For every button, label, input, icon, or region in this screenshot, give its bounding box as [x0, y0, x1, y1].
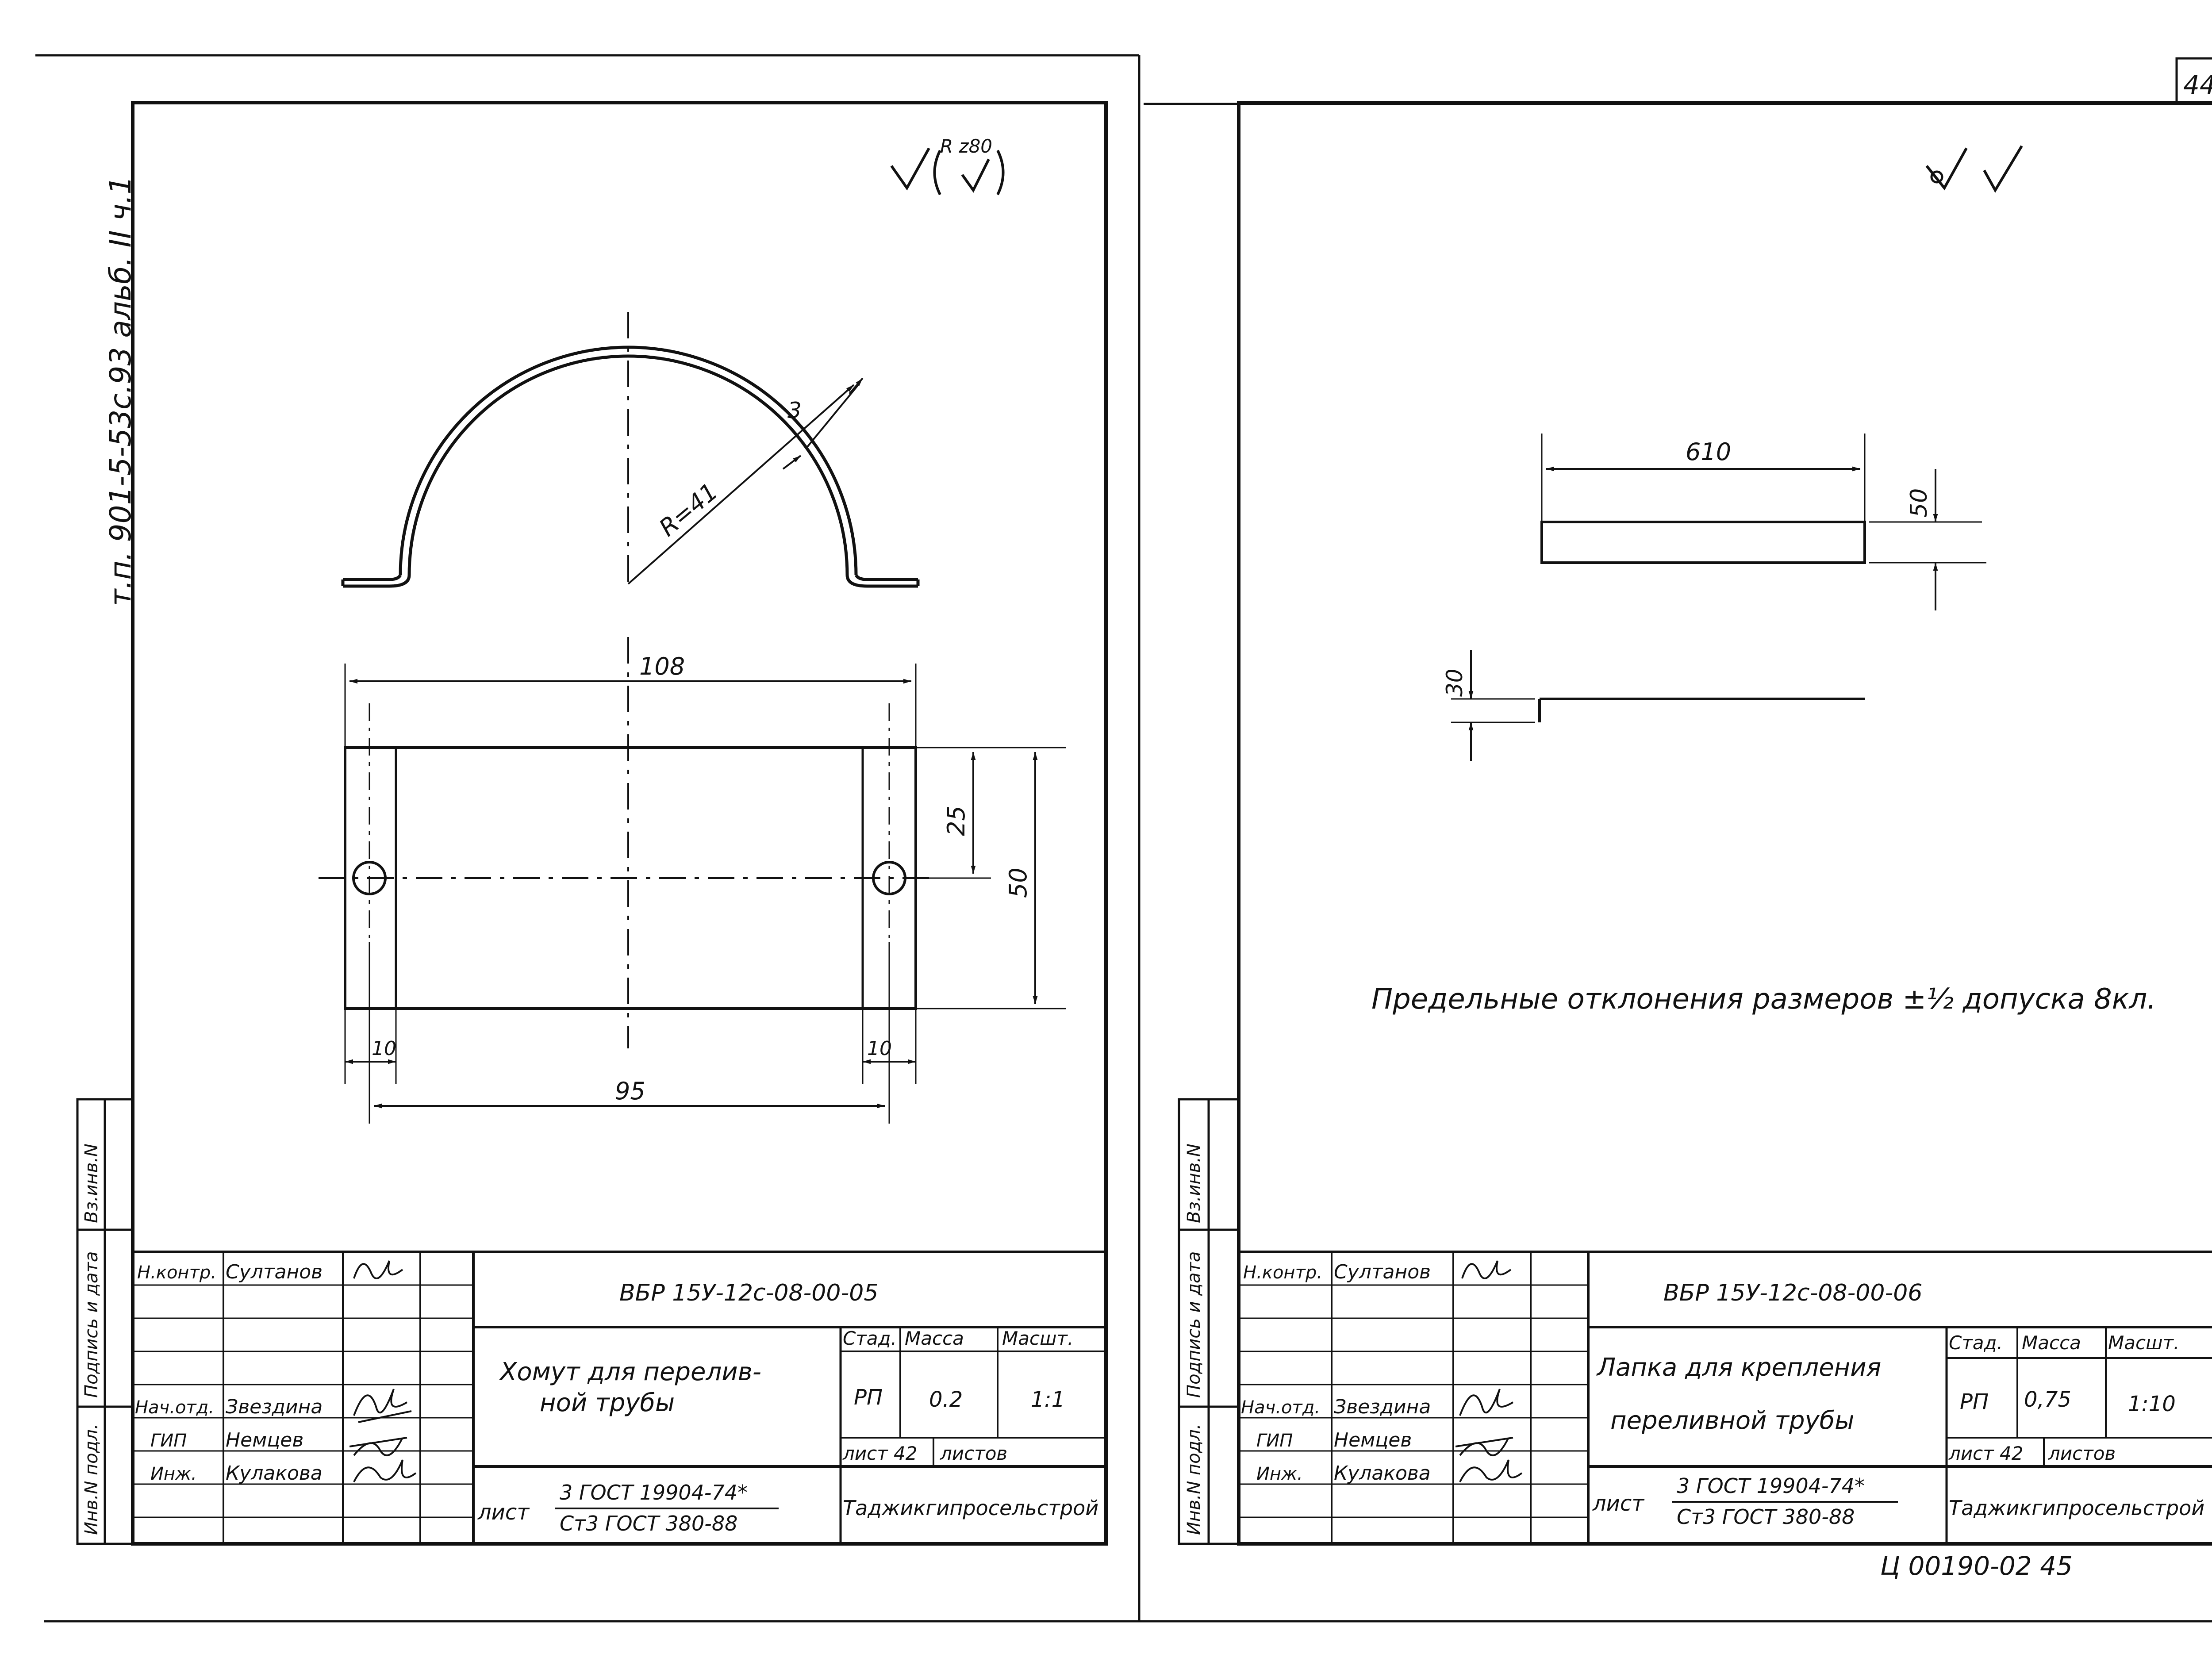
right-header-scale: Масшт. [2108, 1332, 2179, 1354]
right-role-1: Нач.отд. [1241, 1397, 1320, 1418]
side-label-inv-podl-right: Инв.N подл. [1184, 1424, 1204, 1535]
right-sheets: листов [2048, 1443, 2116, 1464]
left-role-3: Инж. [150, 1464, 197, 1484]
right-name-0: Султанов [1334, 1261, 1431, 1283]
left-name-3: Кулакова [226, 1462, 323, 1485]
side-label-vz-inv: Вз.инв.N [81, 1143, 102, 1223]
clamp-plan-view [319, 637, 1066, 1124]
tab-plan-view [1540, 434, 1986, 610]
left-role-2: ГИП [150, 1431, 187, 1451]
left-role-1: Нач.отд. [135, 1397, 214, 1418]
side-label-vz-inv-right: Вз.инв.N [1184, 1143, 1204, 1223]
left-scale: 1:1 [1031, 1387, 1065, 1412]
dim-length: 610 [1686, 438, 1731, 466]
right-material-line1: 3 ГОСТ 19904-74* [1677, 1474, 1865, 1498]
left-name-1: Звездина [226, 1396, 323, 1418]
right-name-3: Кулакова [1334, 1462, 1431, 1485]
dim-height-total: 50 [1004, 867, 1032, 898]
left-signatures [349, 1260, 417, 1482]
right-surface-mark [1925, 145, 2023, 193]
left-name-line2: ной трубы [540, 1389, 675, 1417]
left-name-2: Немцев [226, 1429, 303, 1451]
right-role-3: Инж. [1256, 1464, 1303, 1484]
dim-thickness-tab: 30 [1442, 668, 1467, 697]
left-sheet: лист 42 [842, 1443, 918, 1464]
right-stage: РП [1960, 1389, 1989, 1414]
right-mass: 0,75 [2024, 1387, 2071, 1412]
left-name-0: Султанов [226, 1261, 323, 1283]
left-material-line2: Ст3 ГОСТ 380-88 [560, 1512, 737, 1535]
left-header-stage: Стад. [843, 1328, 897, 1349]
right-org: Таджикгипросельстрой [1949, 1496, 2204, 1520]
right-sheet: лист 42 [1948, 1443, 2024, 1464]
left-title-block [133, 1251, 1106, 1544]
clamp-side-view [341, 312, 920, 588]
tab-side-view [1451, 650, 1865, 761]
dim-hole-span: 95 [615, 1077, 645, 1105]
dim-width-total: 108 [639, 652, 685, 680]
right-side-strip [1178, 1098, 1240, 1545]
archive-number: Ц 00190-02 45 [1880, 1551, 2073, 1581]
left-mass: 0.2 [929, 1387, 963, 1412]
left-header-mass: Масса [905, 1328, 964, 1349]
sheet-borders [35, 54, 2212, 1623]
side-label-inv-podl: Инв.N подл. [81, 1424, 102, 1535]
right-scale: 1:10 [2128, 1392, 2176, 1416]
dim-tab-left: 10 [372, 1037, 396, 1060]
left-stage: РП [854, 1385, 883, 1410]
dim-tab-right: 10 [867, 1037, 892, 1060]
side-label-podpis: Подпись и дата [81, 1251, 102, 1398]
left-designation: ВБР 15У-12с-08-00-05 [619, 1280, 878, 1306]
page-number: 44 [2183, 70, 2212, 100]
right-signatures [1455, 1260, 1523, 1482]
right-material-line2: Ст3 ГОСТ 380-88 [1677, 1505, 1855, 1529]
right-designation: ВБР 15У-12с-08-00-06 [1663, 1280, 1922, 1306]
left-header-scale: Масшт. [1002, 1328, 1073, 1349]
right-role-2: ГИП [1256, 1431, 1293, 1451]
dim-width: 50 [1906, 488, 1932, 518]
right-header-mass: Масса [2022, 1332, 2081, 1354]
left-surface-mark [890, 147, 1005, 196]
left-material-label: лист [477, 1500, 530, 1525]
right-name-line1: Лапка для крепления [1596, 1353, 1881, 1382]
right-name-2: Немцев [1334, 1429, 1412, 1451]
dim-height-inner: 25 [942, 806, 970, 836]
left-side-strip [76, 1098, 134, 1545]
binder-label: т.п. 901-5-53с.93 альб. II ч.1 [104, 176, 138, 606]
right-name-1: Звездина [1334, 1396, 1431, 1418]
left-org: Таджикгипросельстрой [843, 1496, 1098, 1520]
left-role-0: Н.контр. [137, 1262, 216, 1283]
tolerance-note: Предельные отклонения размеров ±½ допуск… [1371, 983, 2156, 1016]
right-title-block [1239, 1251, 2212, 1544]
dim-thickness: 3 [787, 398, 802, 423]
left-material-line1: 3 ГОСТ 19904-74* [560, 1481, 748, 1504]
right-name-line2: переливной трубы [1610, 1406, 1854, 1435]
right-header-stage: Стад. [1949, 1332, 2003, 1354]
left-surface-mark-text: R z80 [940, 135, 992, 157]
side-label-podpis-right: Подпись и дата [1184, 1251, 1204, 1398]
left-sheets: листов [940, 1443, 1007, 1464]
left-name-line1: Хомут для перелив- [499, 1358, 761, 1386]
right-role-0: Н.контр. [1243, 1262, 1322, 1283]
right-material-label: лист [1592, 1491, 1645, 1516]
